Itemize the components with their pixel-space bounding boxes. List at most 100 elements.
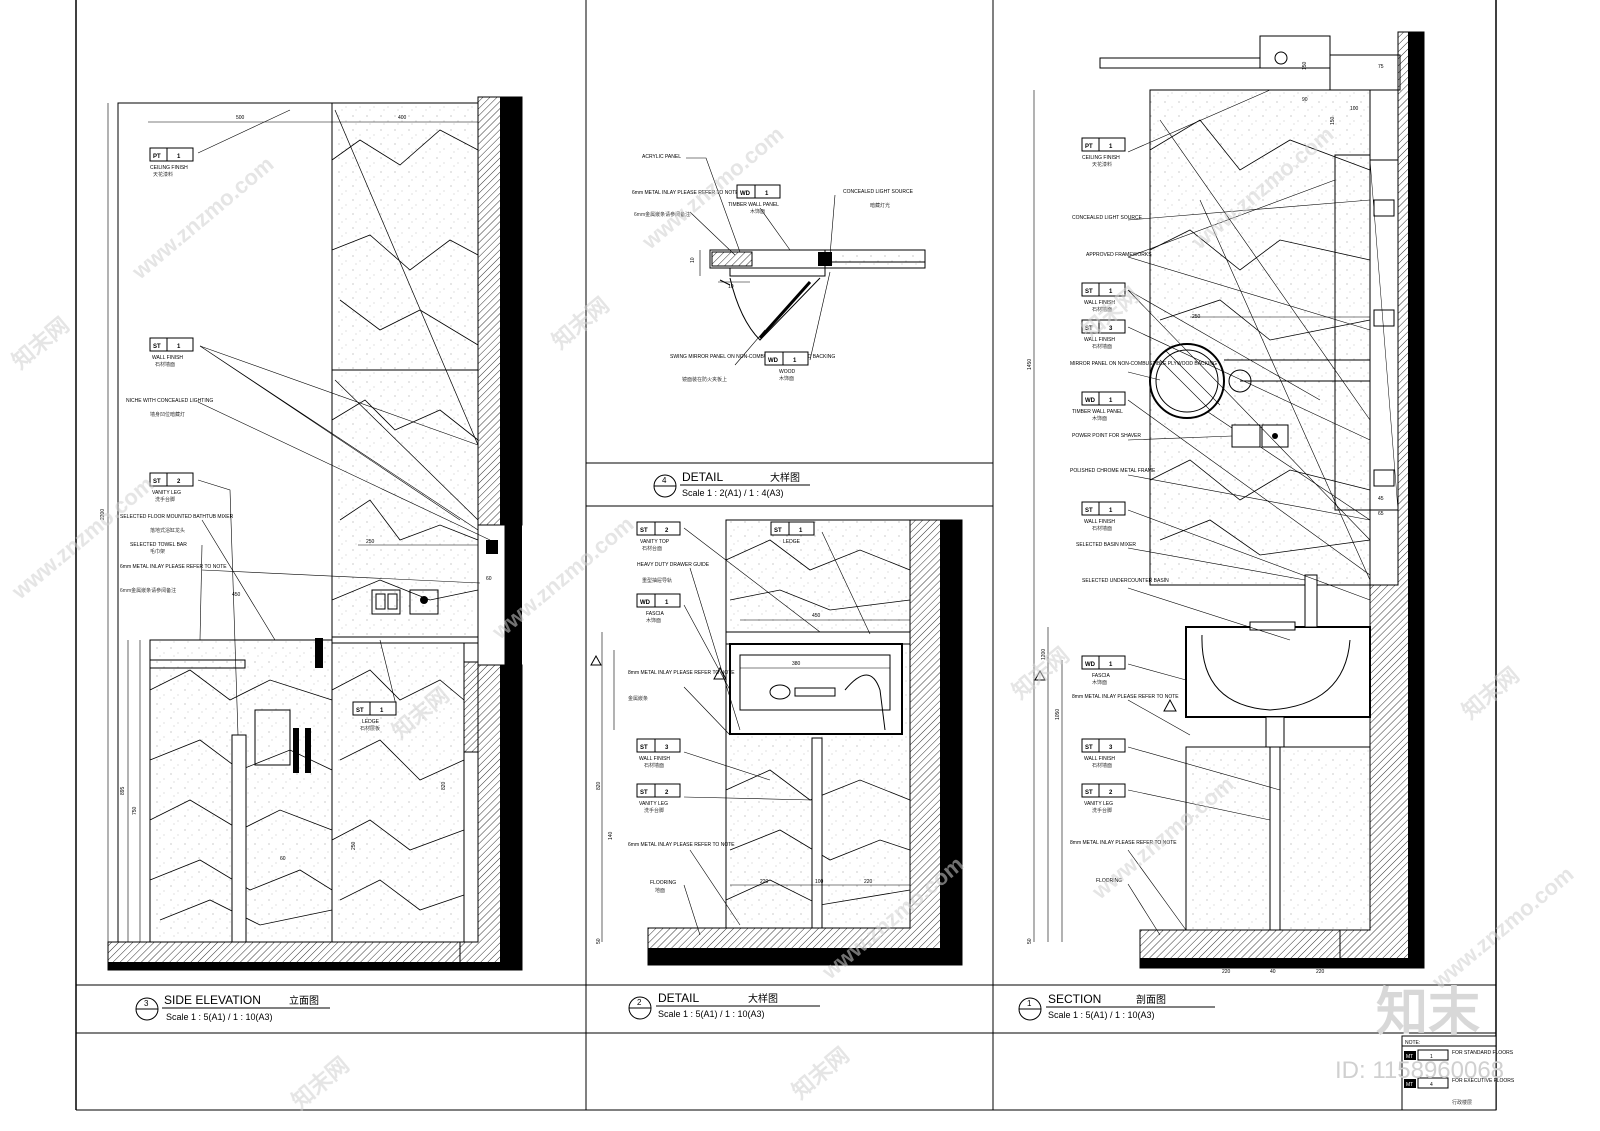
tag-label: FASCIA [1092, 673, 1110, 679]
note-bathtub-mixer: SELECTED FLOOR MOUNTED BATHTUB MIXER [120, 514, 234, 520]
tag-code: ST [356, 708, 364, 714]
panel-title: SECTION [1048, 992, 1101, 1006]
tag-label: VANITY LEG [152, 490, 181, 496]
tag-label: LEDGE [783, 539, 801, 545]
dim: 820 [441, 781, 447, 790]
tag-label-cn: 石材墙面 [1092, 525, 1112, 532]
note-drawer-guide: HEAVY DUTY DRAWER GUIDE [637, 562, 710, 568]
tag-label-cn: 石材墙面 [1092, 306, 1112, 313]
tag-label-cn: 石材台面 [642, 545, 662, 552]
tag-label-cn: 木饰面 [646, 617, 661, 624]
panel-title: DETAIL [682, 470, 723, 484]
note-metal-inlay-8mm-cn: 金属嵌条 [628, 695, 648, 702]
notes-box: NOTE: MT 1 FOR STANDARD FLOORS MT 4 FOR … [1401, 1035, 1515, 1111]
dim: 40 [1270, 969, 1276, 975]
note-niche-cn: 墙身凹位暗藏灯 [150, 411, 185, 418]
dim: 90 [1302, 97, 1308, 103]
tag-num: 3 [1109, 745, 1113, 751]
panel-title-cn: 大样图 [770, 471, 800, 484]
note-flooring: FLOORING [1096, 878, 1122, 884]
dim: 250 [1192, 314, 1201, 320]
note-metal-inlay: 6mm METAL INLAY PLEASE REFER TO NOTE [632, 190, 739, 196]
tag-num: 1 [177, 154, 181, 160]
watermark-cn: 知末网 [7, 312, 74, 374]
note-drawer-guide-cn: 重型抽屉导轨 [642, 577, 672, 584]
tag-code: WD [1085, 662, 1096, 668]
note-code: MT [1406, 1054, 1413, 1060]
dim: 100 [1350, 106, 1359, 112]
note-code: MT [1406, 1082, 1413, 1088]
tag-label: WALL FINISH [1084, 519, 1115, 525]
note-concealed-light-cn: 暗藏灯光 [870, 202, 890, 209]
notes-footer-cn: 行政楼层 [1452, 1099, 1472, 1106]
tag-label-cn: 天花漆料 [1092, 161, 1112, 168]
tag-label-cn: 洗手台脚 [155, 496, 175, 503]
tag-code: ST [640, 790, 648, 796]
panel-title: SIDE ELEVATION [164, 993, 261, 1007]
notes-title: NOTE: [1405, 1040, 1420, 1046]
tag-num: 1 [799, 528, 803, 534]
dim: 220 [1316, 969, 1325, 975]
note-metal-inlay: 6mm METAL INLAY PLEASE REFER TO NOTE [120, 564, 227, 570]
tag-code: PT [153, 154, 161, 160]
tag-code: ST [1085, 326, 1093, 332]
dim: 50 [1027, 938, 1033, 944]
side-elevation-tag-vanity-leg: ST 2 VANITY LEG 洗手台脚 [149, 472, 194, 503]
panel-title-cn: 大样图 [748, 992, 778, 1005]
tag-label-cn: 石材层板 [360, 725, 380, 732]
detail-2-title-block: 2 DETAIL 大样图 Scale 1 : 5(A1) / 1 : 10(A3… [628, 991, 820, 1020]
tag-num: 2 [665, 528, 669, 534]
side-elevation-tag-wall: ST 1 WALL FINISH 石材墙面 [149, 337, 194, 368]
watermark-cn: 知末网 [547, 292, 614, 354]
dim: 1450 [1027, 359, 1033, 370]
detail-2-tag-fascia: WD 1 FASCIA 木饰面 [636, 593, 681, 624]
tag-num: 1 [177, 344, 181, 350]
dim: 250 [351, 841, 357, 850]
panel-title-cn: 立面图 [289, 994, 319, 1007]
tag-label: CEILING FINISH [150, 165, 188, 171]
tag-num: 2 [665, 790, 669, 796]
dim: 450 [232, 592, 241, 598]
note-concealed-light: CONCEALED LIGHT SOURCE [1072, 215, 1143, 221]
note-text: FOR STANDARD FLOORS [1452, 1050, 1514, 1056]
section-tag-timber-panel: WD 1 TIMBER WALL PANEL 木饰面 [1072, 391, 1126, 422]
tag-code: ST [774, 528, 782, 534]
tag-label: WALL FINISH [1084, 300, 1115, 306]
dim: 1200 [1041, 649, 1047, 660]
note-frameworks: APPROVED FRAMEWORKS [1086, 252, 1152, 258]
tag-num: 1 [765, 191, 769, 197]
note-metal-inlay-cn: 6mm金属嵌条请参阅备注 [634, 211, 690, 218]
note-mirror-panel: MIRROR PANEL ON NON-COMBUSTIBLE PLYWOOD … [1070, 361, 1217, 367]
tag-code: ST [153, 344, 161, 350]
side-elevation-tag-ledge: ST 1 LEDGE 石材层板 [352, 701, 397, 732]
tag-label: TIMBER WALL PANEL [1072, 409, 1123, 415]
tag-code: WD [640, 600, 651, 606]
section-tag-vanity-leg: ST 2 VANITY LEG 洗手台脚 [1081, 783, 1126, 814]
tag-num: 1 [380, 708, 384, 714]
tag-label-cn: 洗手台脚 [644, 807, 664, 814]
note-chrome-frame: POLISHED CHROME METAL FRAME [1070, 468, 1156, 474]
tag-code: WD [740, 191, 751, 197]
side-elevation-title-block: 3 SIDE ELEVATION 立面图 Scale 1 : 5(A1) / 1… [135, 993, 330, 1022]
panel-title-cn: 剖面图 [1136, 993, 1166, 1006]
tag-label-cn: 石材墙面 [1092, 762, 1112, 769]
dim: 65 [1378, 511, 1384, 517]
dim: 220 [1222, 969, 1231, 975]
dim: 60 [280, 856, 286, 862]
detail-4-tag-wood: WD 1 WOOD 木饰面 [764, 351, 809, 382]
tag-label-cn: 木饰面 [1092, 415, 1107, 422]
section-tag-wall-finish-1: ST 1 WALL FINISH 石材墙面 [1081, 282, 1126, 313]
tag-code: ST [153, 479, 161, 485]
note-concealed-light: CONCEALED LIGHT SOURCE [843, 189, 914, 195]
tag-code: ST [640, 528, 648, 534]
dim: 50 [596, 938, 602, 944]
tag-label-cn: 石材墙面 [155, 361, 175, 368]
note-flooring: FLOORING [650, 880, 676, 886]
note-flooring-cn: 地面 [655, 887, 665, 894]
note-metal-inlay-6mm: 6mm METAL INLAY PLEASE REFER TO NOTE [628, 842, 735, 848]
sheet-frame [75, 0, 1497, 1111]
tag-num: 1 [1109, 144, 1113, 150]
side-elevation-tag-ceiling: PT 1 CEILING FINISH 天花漆料 [149, 147, 194, 178]
tag-code: ST [1085, 745, 1093, 751]
watermark-cn: 知末网 [1457, 662, 1524, 724]
